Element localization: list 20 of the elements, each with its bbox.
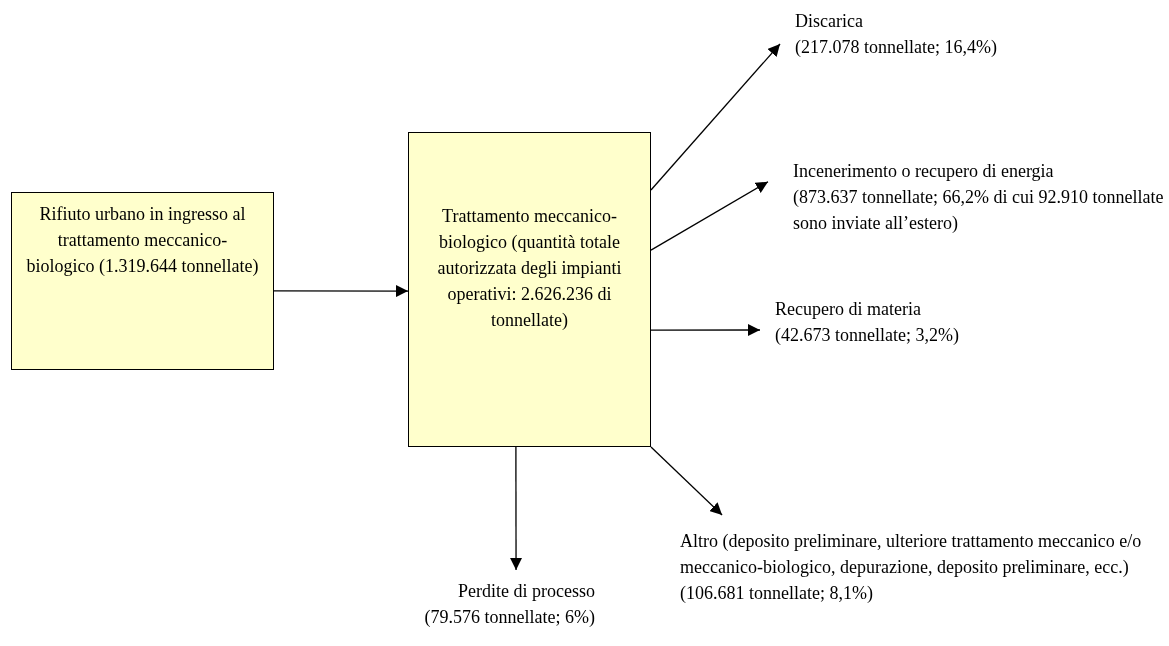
arrow [650,181,769,251]
output-text: (217.078 tonnellate; 16,4%) [795,36,998,59]
arrow [650,43,781,191]
output-text: (873.637 tonnellate; 66,2% di cui 92.910 tonnellate sono inviate all’estero) [793,186,1165,235]
output-text: Recupero di materia [775,298,922,321]
arrow [273,285,409,298]
box-text: Rifiuto urbano in ingresso al trattamento meccanico-biologico (1.319.644 tonnellate) [25,203,260,278]
output-text: Discarica [795,10,864,33]
output-text: Perdite di processo [457,580,595,603]
arrow [650,324,761,336]
process-box [11,192,274,370]
output-text: Incenerimento o recupero di energia [793,160,1055,183]
output-text: (106.681 tonnellate; 8,1%) [680,582,874,605]
output-text: (42.673 tonnellate; 3,2%) [775,324,960,347]
output-text: Altro (deposito preliminare, ulteriore trattamento meccanico e/o meccanico-biologico, depurazione, deposito preliminare, ecc.) [680,530,1143,579]
output-text: (79.576 tonnellate; 6%) [423,606,595,629]
process-box [408,132,651,447]
box-text: Trattamento meccanico-biologico (quantità totale autorizzata degli impianti operativi: 2.626.236 di tonnellate) [436,205,623,332]
arrow [510,446,523,571]
arrow [650,446,723,516]
